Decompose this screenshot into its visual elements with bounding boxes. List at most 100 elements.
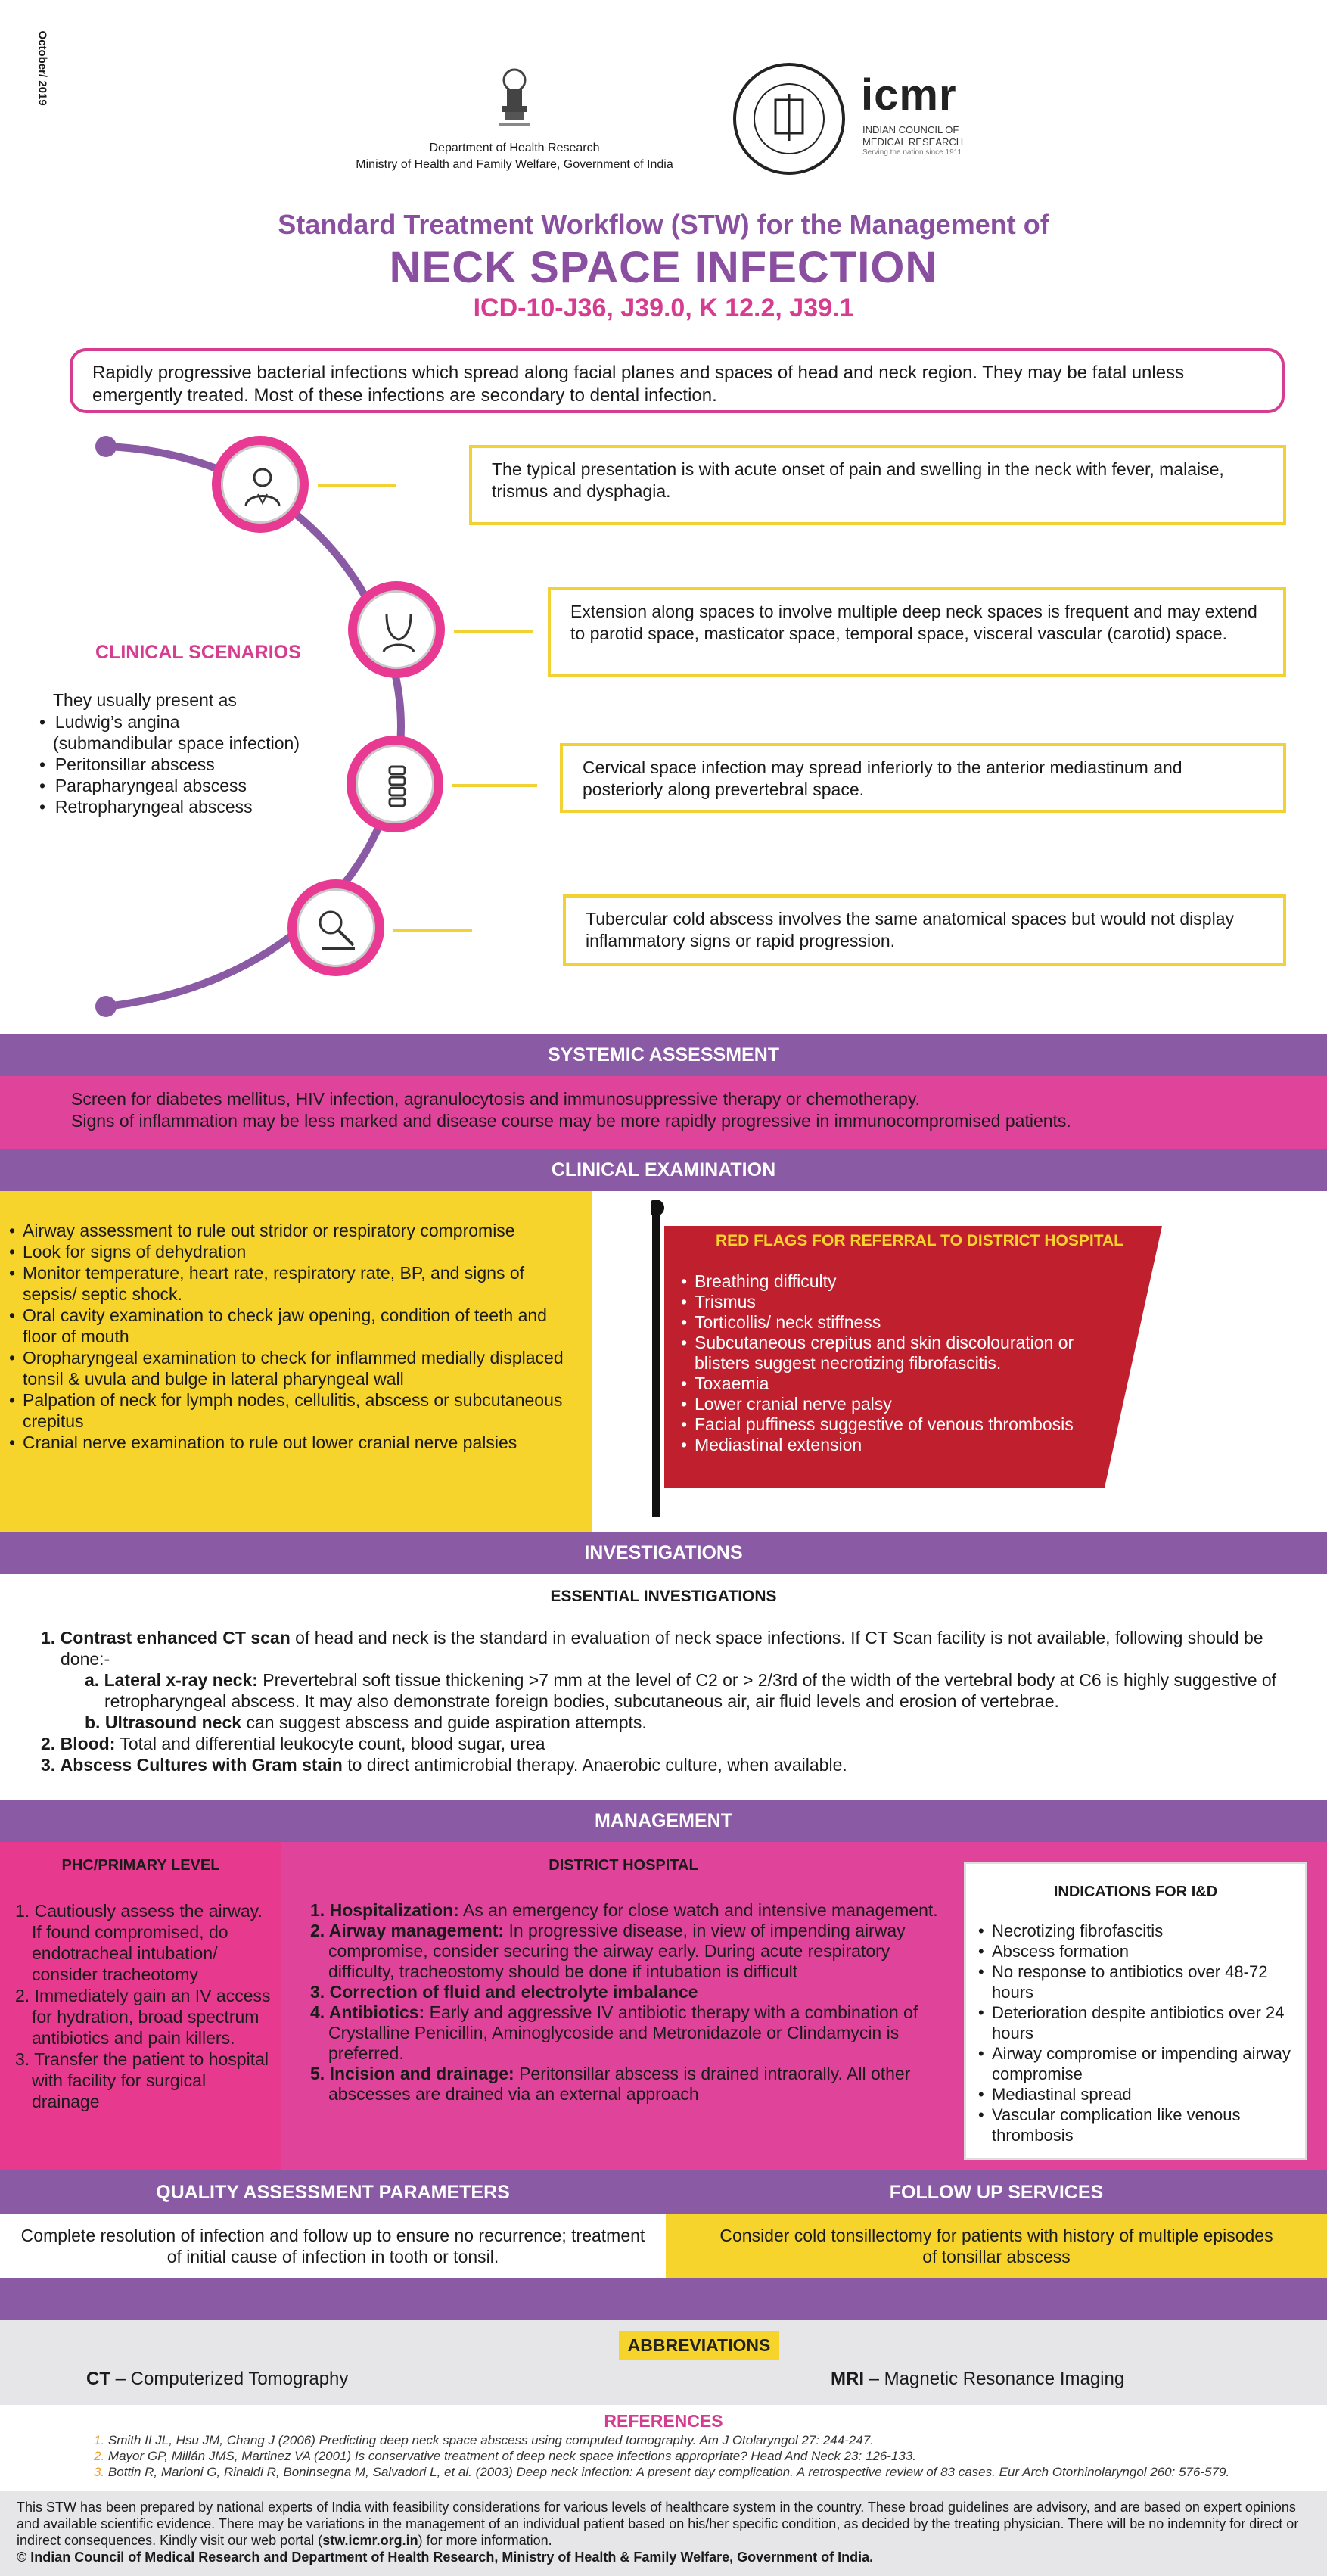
side-date: October/ 2019 <box>36 30 49 106</box>
list-item: 2. Mayor GP, Millán JMS, Martinez VA (20… <box>94 2449 917 2463</box>
connector-4 <box>393 929 472 932</box>
followup-header: FOLLOW UP SERVICES <box>666 2170 1327 2214</box>
red-flags-title: RED FLAGS FOR REFERRAL TO DISTRICT HOSPI… <box>716 1232 1124 1249</box>
systemic-assessment-body: Screen for diabetes mellitus, HIV infect… <box>0 1076 1327 1149</box>
spine-icon <box>388 765 406 807</box>
footer-band: This STW has been prepared by national e… <box>0 2491 1327 2576</box>
scenario-circle-3 <box>347 736 443 832</box>
emblem-icon <box>492 61 537 132</box>
indications-title: INDICATIONS FOR I&D <box>1053 1884 1218 1900</box>
list-item: Abscess formation <box>978 1941 1294 1962</box>
indications-list: Necrotizing fibrofascitis Abscess format… <box>966 1901 1305 2145</box>
scenario-circle-2 <box>348 581 445 678</box>
doctor-icon <box>244 468 281 507</box>
footer-disclaimer: This STW has been prepared by national e… <box>17 2500 1299 2548</box>
list-item: Subcutaneous crepitus and skin discolour… <box>681 1333 1105 1374</box>
intro-box: Rapidly progressive bacterial infections… <box>70 348 1285 413</box>
list-item: • Parapharyngeal abscess <box>39 776 247 795</box>
phc-panel: PHC/PRIMARY LEVEL 1. Cautiously assess t… <box>0 1842 281 2170</box>
list-item: • Peritonsillar abscess <box>39 754 215 774</box>
icmr-seal-icon <box>732 62 846 176</box>
essential-investigations-title: ESSENTIAL INVESTIGATIONS <box>550 1588 777 1605</box>
list-item: 5. Incision and drainage: Peritonsillar … <box>310 2064 911 2104</box>
quality-header: QUALITY ASSESSMENT PARAMETERS <box>0 2170 666 2214</box>
list-item: Monitor temperature, heart rate, respira… <box>9 1262 583 1305</box>
indications-panel: INDICATIONS FOR I&D Necrotizing fibrofas… <box>964 1862 1307 2160</box>
list-item: b. Ultrasound neck can suggest abscess a… <box>85 1713 647 1732</box>
list-item: Oral cavity examination to check jaw ope… <box>9 1305 583 1347</box>
list-item: No response to antibiotics over 48-72 ho… <box>978 1962 1294 2002</box>
abbr-ct: CT – Computerized Tomography <box>86 2369 349 2389</box>
red-flags-list: Breathing difficulty Trismus Torticollis… <box>681 1271 1105 1455</box>
connector-2 <box>454 630 533 633</box>
connector-3 <box>452 784 537 787</box>
title-line1: Standard Treatment Workflow (STW) for th… <box>278 209 1049 240</box>
list-item: 3. Abscess Cultures with Gram stain to d… <box>41 1755 847 1775</box>
abbreviations-title: ABBREVIATIONS <box>619 2331 779 2360</box>
district-hospital-list: 1. Hospitalization: As an emergency for … <box>283 1874 964 2105</box>
list-item: Oropharyngeal examination to check for i… <box>9 1347 583 1389</box>
list-item: Vascular complication like venous thromb… <box>978 2105 1294 2145</box>
list-item: 1. Smith II JL, Hsu JM, Chang J (2006) P… <box>94 2433 874 2447</box>
systemic-assessment-header: SYSTEMIC ASSESSMENT <box>0 1034 1327 1076</box>
list-item: a. Lateral x-ray neck: Prevertebral soft… <box>85 1670 1277 1711</box>
footer-copyright: © Indian Council of Medical Research and… <box>17 2550 874 2565</box>
phc-list: 1. Cautiously assess the airway. If foun… <box>0 1874 281 2112</box>
list-item: 2. Airway management: In progressive dis… <box>310 1921 906 1981</box>
clinical-scenarios-lead: They usually present as <box>53 690 237 710</box>
management-header: MANAGEMENT <box>0 1800 1327 1842</box>
list-item: • Retropharyngeal abscess <box>39 797 253 817</box>
list-item: Mediastinal spread <box>978 2084 1294 2105</box>
investigations-list: 1. Contrast enhanced CT scan of head and… <box>41 1627 1297 1775</box>
scenario-circle-4 <box>287 879 384 976</box>
icd-codes: ICD-10-J36, J39.0, K 12.2, J39.1 <box>473 294 854 322</box>
list-item: Torticollis/ neck stiffness <box>681 1312 1105 1333</box>
list-item: • Ludwig’s angina <box>39 712 180 732</box>
district-hospital-title: DISTRICT HOSPITAL <box>549 1857 698 1874</box>
scenario-circle-1 <box>212 436 309 533</box>
district-hospital-panel: DISTRICT HOSPITAL 1. Hospitalization: As… <box>283 1842 964 2170</box>
dept-line2: Ministry of Health and Family Welfare, G… <box>356 158 673 171</box>
quality-text: Complete resolution of infection and fol… <box>0 2214 666 2278</box>
list-item: Cranial nerve examination to rule out lo… <box>9 1432 583 1453</box>
investigations-header: INVESTIGATIONS <box>0 1532 1327 1574</box>
list-item: 3. Correction of fluid and electrolyte i… <box>310 1982 698 2002</box>
list-item: Look for signs of dehydration <box>9 1241 583 1262</box>
dept-line1: Department of Health Research <box>429 142 600 154</box>
list-item: Breathing difficulty <box>681 1271 1105 1292</box>
clinical-examination-panel: Airway assessment to rule out stridor or… <box>0 1191 592 1532</box>
list-item: Necrotizing fibrofascitis <box>978 1921 1294 1941</box>
icmr-logo: icmr <box>861 70 957 120</box>
list-item: (submandibular space infection) <box>53 733 300 753</box>
list-item: Lower cranial nerve palsy <box>681 1394 1105 1414</box>
clinical-scenarios-title: CLINICAL SCENARIOS <box>95 642 301 663</box>
list-item: 3. Transfer the patient to hospital with… <box>15 2049 269 2111</box>
list-item: 2. Immediately gain an IV access for hyd… <box>15 1986 271 2048</box>
clinical-examination-list: Airway assessment to rule out stridor or… <box>9 1220 583 1453</box>
scenario-box-4: Tubercular cold abscess involves the sam… <box>563 894 1286 966</box>
list-item: 1. Cautiously assess the airway. If foun… <box>15 1901 263 1984</box>
scenario-box-2: Extension along spaces to involve multip… <box>548 587 1286 677</box>
intro-text: Rapidly progressive bacterial infections… <box>92 362 1185 406</box>
abbr-mri: MRI – Magnetic Resonance Imaging <box>831 2369 1125 2389</box>
connector-1 <box>318 484 396 487</box>
icmr-tagline: Serving the nation since 1911 <box>862 148 962 157</box>
scenario-box-3: Cervical space infection may spread infe… <box>560 743 1286 813</box>
neck-icon <box>382 613 415 652</box>
list-item: Palpation of neck for lymph nodes, cellu… <box>9 1389 583 1432</box>
page-title: NECK SPACE INFECTION <box>389 243 938 292</box>
portal-link[interactable]: stw.icmr.org.in <box>322 2533 418 2548</box>
phc-title: PHC/PRIMARY LEVEL <box>61 1857 220 1874</box>
list-item: 1. Contrast enhanced CT scan of head and… <box>41 1628 1263 1669</box>
list-item: 2. Blood: Total and differential leukocy… <box>41 1734 545 1753</box>
list-item: Mediastinal extension <box>681 1435 1105 1455</box>
list-item: Facial puffiness suggestive of venous th… <box>681 1414 1105 1435</box>
list-item: Deterioration despite antibiotics over 2… <box>978 2002 1294 2043</box>
list-item: Airway compromise or impending airway co… <box>978 2043 1294 2084</box>
references-title: REFERENCES <box>604 2411 723 2431</box>
microscope-icon <box>319 910 355 950</box>
list-item: Trismus <box>681 1292 1105 1312</box>
list-item: 4. Antibiotics: Early and aggressive IV … <box>310 2002 918 2063</box>
list-item: Airway assessment to rule out stridor or… <box>9 1220 583 1241</box>
list-item: 3. Bottin R, Marioni G, Rinaldi R, Bonin… <box>94 2465 1230 2479</box>
